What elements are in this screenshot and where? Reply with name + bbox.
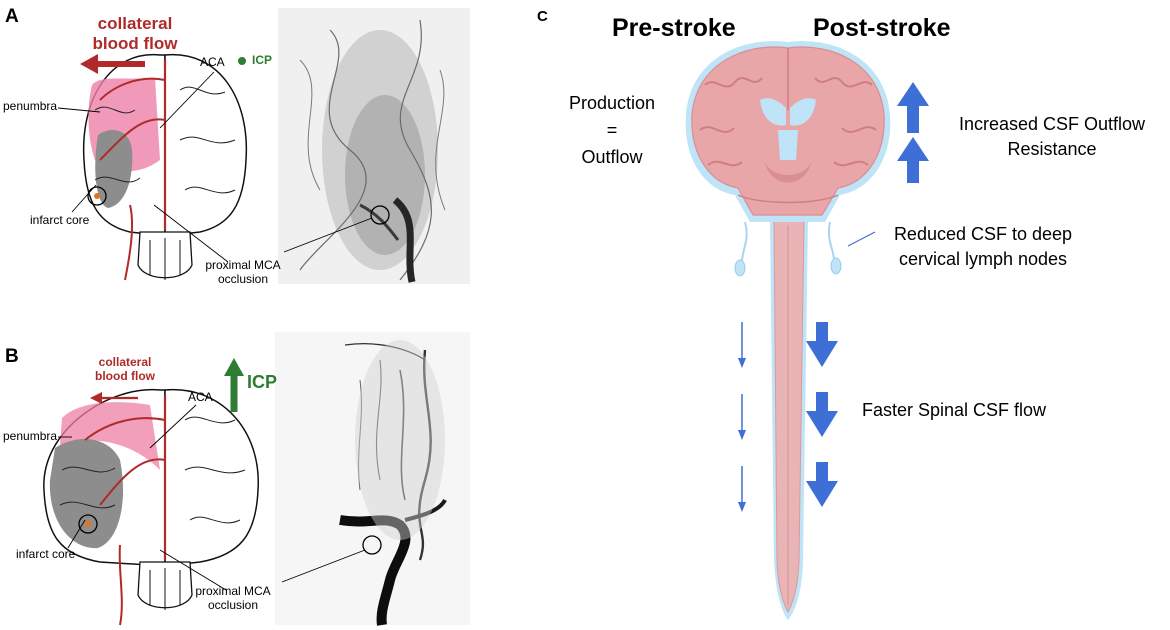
post-stroke-heading: Post-stroke bbox=[813, 14, 951, 42]
panel-c-letter: C bbox=[537, 8, 548, 25]
collateral-line-1-a: collateral bbox=[97, 14, 173, 33]
aca-label-b: ACA bbox=[188, 390, 213, 404]
lymph-node-right bbox=[830, 257, 842, 275]
lymph-node-left bbox=[734, 259, 746, 277]
panel-a-letter: A bbox=[5, 6, 19, 27]
panel-b-letter: B bbox=[5, 346, 19, 367]
faster-spinal-flow-label: Faster Spinal CSF flow bbox=[862, 400, 1047, 420]
equals-text: = bbox=[606, 120, 618, 140]
occlusion-circle-angio-a bbox=[370, 205, 390, 225]
infarct-core-region-b bbox=[49, 438, 124, 549]
outflow-text: Outflow bbox=[581, 147, 643, 167]
occlusion-line-2-b: occlusion bbox=[207, 598, 259, 612]
brain-illustration-a bbox=[82, 54, 248, 281]
production-text: Production bbox=[568, 93, 656, 113]
increased-resistance-label: Increased CSF Outflow Resistance bbox=[937, 112, 1167, 162]
icp-label-b: ICP bbox=[247, 372, 278, 392]
infarct-core-label-b: infarct core bbox=[16, 547, 76, 561]
down-arrow-1 bbox=[816, 322, 828, 344]
resistance-line-1: Increased CSF Outflow bbox=[958, 114, 1146, 134]
panel-b bbox=[43, 332, 470, 626]
infarct-core-label-a: infarct core bbox=[30, 213, 90, 227]
up-arrow-1 bbox=[907, 103, 919, 133]
occlusion-circle-angio-b bbox=[362, 535, 382, 555]
occlusion-label-a: proximal MCA occlusion bbox=[196, 258, 290, 286]
reduced-csf-lymph-label: Reduced CSF to deep cervical lymph nodes bbox=[878, 222, 1088, 272]
occlusion-line-1-a: proximal MCA bbox=[205, 258, 281, 272]
occlusion-line-2-a: occlusion bbox=[217, 272, 269, 286]
panel-a bbox=[57, 8, 470, 284]
penumbra-label-b: penumbra bbox=[3, 429, 58, 443]
infarct-core-region-a bbox=[95, 130, 133, 208]
collateral-line-1-b: collateral bbox=[98, 355, 152, 369]
coronal-brain bbox=[685, 41, 891, 223]
resistance-line-2: Resistance bbox=[1007, 139, 1097, 159]
icp-dot-a bbox=[238, 57, 246, 65]
up-arrow-2 bbox=[907, 158, 919, 183]
penumbra-label-a: penumbra bbox=[3, 99, 58, 113]
production-equals-outflow: Production = Outflow bbox=[553, 90, 671, 171]
panel-c bbox=[685, 41, 929, 620]
collateral-label-b: collateral blood flow bbox=[90, 355, 160, 383]
spinal-cord bbox=[773, 219, 805, 614]
occlusion-line-1-b: proximal MCA bbox=[195, 584, 271, 598]
occlusion-label-b: proximal MCA occlusion bbox=[186, 584, 280, 612]
pre-stroke-heading: Pre-stroke bbox=[612, 14, 736, 42]
lymph-line-1: Reduced CSF to deep bbox=[893, 224, 1073, 244]
down-arrow-2 bbox=[816, 392, 828, 414]
angiogram-a bbox=[278, 8, 470, 284]
aca-label-a: ACA bbox=[200, 55, 225, 69]
blue-arrows bbox=[738, 82, 929, 512]
down-arrow-3 bbox=[816, 462, 828, 484]
angiogram-b bbox=[275, 332, 470, 626]
collateral-line-2-a: blood flow bbox=[92, 34, 178, 53]
collateral-label-a: collateral blood flow bbox=[80, 14, 190, 54]
lymph-line-2: cervical lymph nodes bbox=[898, 249, 1068, 269]
collateral-line-2-b: blood flow bbox=[95, 369, 155, 383]
lymph-pointer-line bbox=[847, 231, 876, 247]
icp-label-a: ICP bbox=[252, 53, 273, 67]
